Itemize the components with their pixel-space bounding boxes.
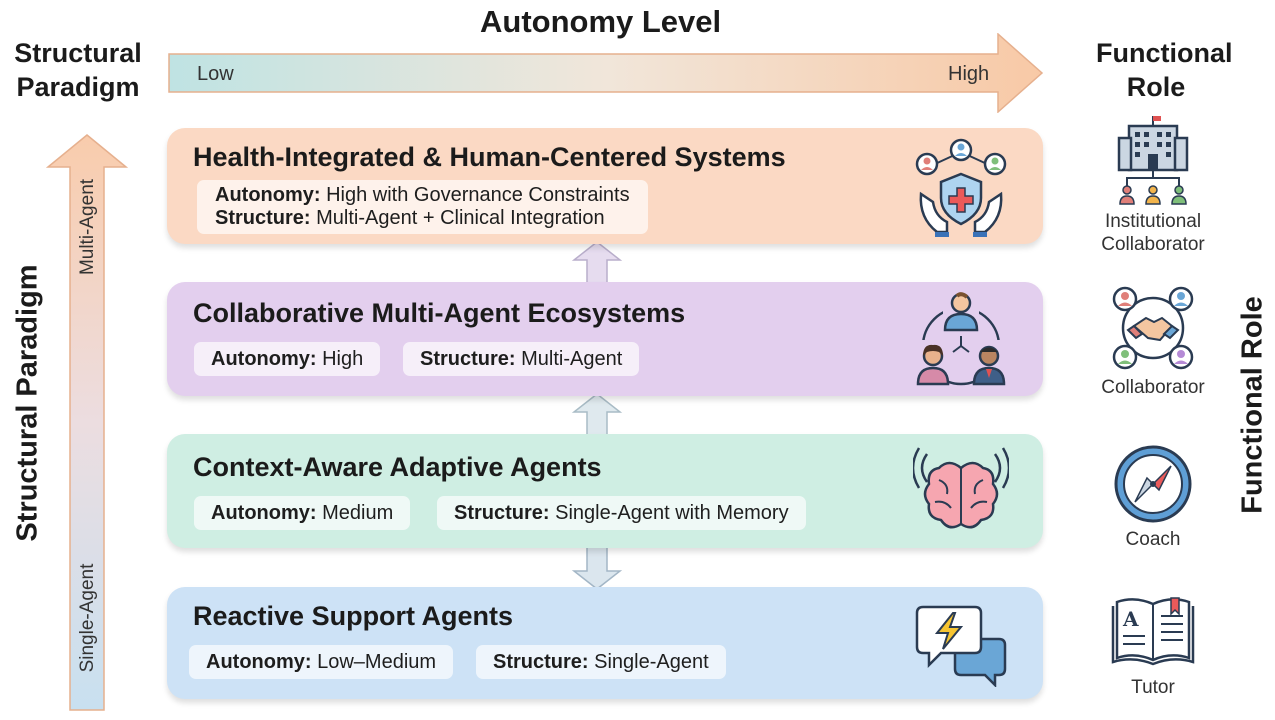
people-network-icon [916,290,1006,390]
card-title: Context-Aware Adaptive Agents [193,452,602,482]
role-institutional-collaborator: Institutional Collaborator [1073,210,1233,256]
autonomy-arrow [168,33,1044,113]
autonomy-level-title: Autonomy Level [480,4,722,39]
low-label: Low [197,63,234,85]
autonomy-label: Autonomy: [215,184,321,206]
structure-value: Multi-Agent + Clinical Integration [316,207,605,229]
autonomy-label: Autonomy: [206,651,312,673]
functional-role-header: Functional Role [1082,36,1233,104]
high-label: High [948,63,990,85]
shield-health-hands-icon [915,138,1007,237]
structure-pill: Structure: Single-Agent [476,645,726,679]
institution-icon [1117,116,1189,205]
structure-line: Structure: Multi-Agent + Clinical Integr… [215,207,630,230]
structure-label: Structure: [454,502,550,524]
autonomy-label: Autonomy: [211,348,317,370]
structure-pill: Structure: Multi-Agent [403,342,640,376]
functional-role-header-text: Functional Role [1096,38,1233,102]
structure-value: Multi-Agent [521,348,623,370]
autonomy-pill: Autonomy: High [194,342,381,376]
book-icon: A [1111,597,1195,666]
card-collaborative-multi-agent: Collaborative Multi-Agent Ecosystems Aut… [167,282,1043,396]
svg-text:A: A [1122,607,1139,631]
structural-paradigm-header-text: Structural Paradigm [14,38,142,102]
autonomy-value: High with Governance Constraints [326,184,630,206]
brain-signal-icon [913,447,1009,529]
multi-agent-label: Multi-Agent [77,178,98,276]
role-label-line: Collaborator [1101,234,1205,255]
card-reactive-support: Reactive Support Agents Autonomy: Low–Me… [167,587,1043,699]
autonomy-value: High [322,348,364,370]
card-title: Health-Integrated & Human-Centered Syste… [193,142,786,172]
card-context-aware: Context-Aware Adaptive Agents Autonomy: … [167,434,1043,548]
single-agent-label: Single-Agent [77,563,98,673]
role-collaborator: Collaborator [1101,377,1205,398]
structural-paradigm-side-label: Structural Paradigm [11,264,44,542]
autonomy-value: Low–Medium [317,651,437,673]
autonomy-label: Autonomy: [211,502,317,524]
structure-label: Structure: [215,207,311,229]
card-title: Reactive Support Agents [193,601,514,631]
autonomy-line: Autonomy: High with Governance Constrain… [215,184,630,207]
card-health-integrated: Health-Integrated & Human-Centered Syste… [167,128,1043,244]
chat-lightning-icon [915,605,1007,687]
autonomy-pill: Autonomy: Low–Medium [189,645,454,679]
connector-arrow-up [571,393,623,436]
structural-paradigm-arrow [46,134,128,711]
autonomy-structure-pill: Autonomy: High with Governance Constrain… [197,180,648,234]
structural-paradigm-header: Structural Paradigm [8,36,148,104]
connector-arrow-up [571,241,623,284]
role-tutor: Tutor [1131,677,1175,698]
connector-arrow-down [571,546,623,590]
card-title: Collaborative Multi-Agent Ecosystems [193,298,686,328]
structure-value: Single-Agent with Memory [555,502,789,524]
compass-icon [1114,445,1192,523]
structure-label: Structure: [493,651,589,673]
structure-label: Structure: [420,348,516,370]
functional-role-side-label: Functional Role [1236,296,1269,514]
structure-value: Single-Agent [594,651,709,673]
role-label-line: Institutional [1104,211,1202,232]
handshake-icon [1112,286,1194,370]
role-coach: Coach [1125,529,1181,550]
structure-pill: Structure: Single-Agent with Memory [437,496,806,530]
autonomy-pill: Autonomy: Medium [194,496,411,530]
autonomy-value: Medium [322,502,394,524]
